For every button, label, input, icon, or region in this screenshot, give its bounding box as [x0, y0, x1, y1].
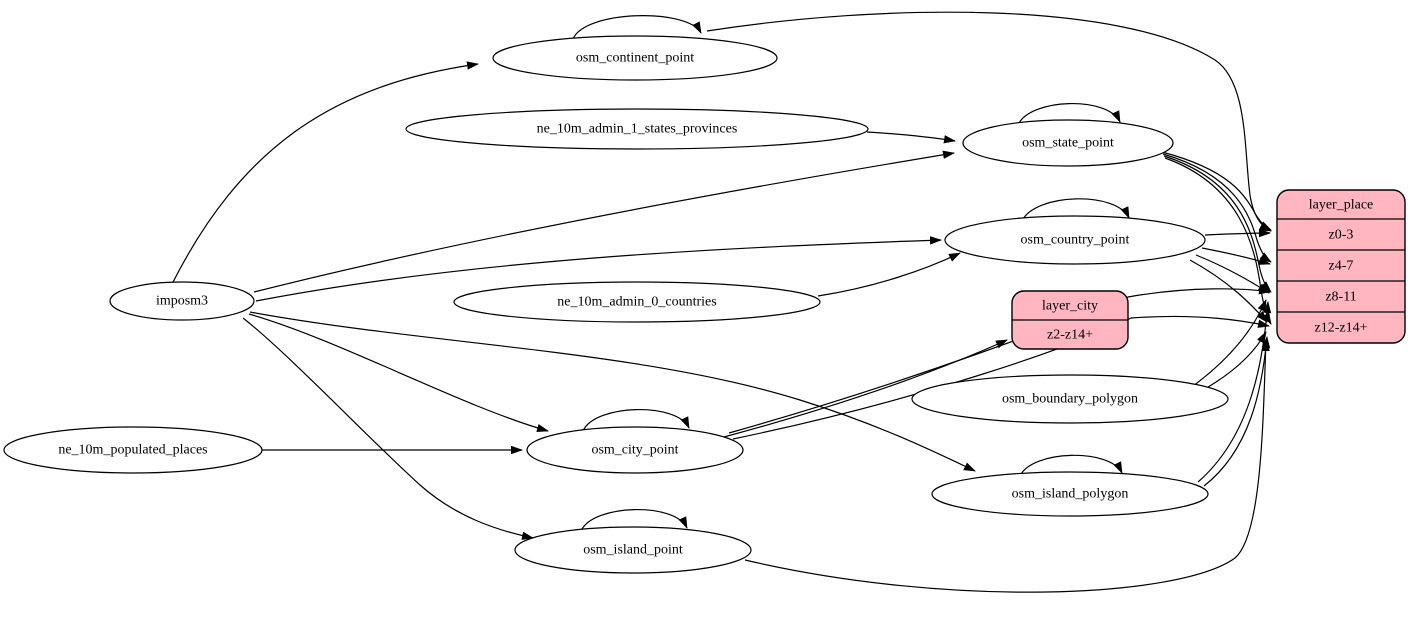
ne-10m-admin-1-states-provinces-shape [405, 108, 869, 150]
layer-place-row-z0-3: z0-3 [1329, 228, 1354, 243]
edge-imposm3-to-osm_continent_point [171, 61, 479, 285]
edge-ne_10m_admin_1_states_provinces-to-osm_state_point [866, 131, 956, 144]
osm-island-polygon-label: osm_island_polygon [1012, 487, 1129, 502]
edge-imposm3-to-osm_country_point [255, 236, 942, 302]
layer-place-row-z4-7: z4-7 [1329, 259, 1354, 274]
node-osm-island-polygon: osm_island_polygon [931, 471, 1209, 517]
edge-selfloop-osm_city_point [582, 409, 690, 432]
node-osm-country-point: osm_country_point [944, 215, 1206, 265]
node-imposm3: imposm3 [109, 281, 255, 321]
node-osm-boundary-polygon: osm_boundary_polygon [911, 374, 1229, 424]
osm-state-point-shape [962, 119, 1174, 167]
record-layer-place: layer_place z0-3 z4-7 z8-11 z12-z14+ [1276, 189, 1406, 344]
edge-osm_continent_point-to-layer_place-z0-3 [706, 11, 1272, 232]
layer-place-row-z8-11: z8-11 [1325, 290, 1356, 305]
edge-osm_island_polygon-to-layer_place-z8-11 [1197, 301, 1272, 483]
edge-osm_island_point-to-layer_place-z12-z14 [744, 339, 1270, 593]
osm-island-point-label: osm_island_point [583, 543, 683, 558]
osm-city-point-label: osm_city_point [591, 443, 678, 458]
layer-city-title: layer_city [1042, 299, 1098, 314]
node-ne-10m-admin-0-countries: ne_10m_admin_0_countries [453, 281, 821, 323]
edge-imposm3-to-osm_island_point [242, 317, 534, 540]
osm-continent-point-label: osm_continent_point [576, 51, 694, 66]
layer-place-row-z12-z14: z12-z14+ [1315, 321, 1368, 336]
layer-place-title: layer_place [1309, 198, 1374, 213]
osm-boundary-polygon-shape [911, 374, 1229, 424]
edge-imposm3-to-osm_city_point [248, 313, 549, 433]
edge-osm_country_point-to-layer_place-z0-3 [1204, 228, 1271, 238]
edge-selfloop-osm_island_polygon [1019, 454, 1123, 477]
edge-imposm3-to-osm_island_polygon [249, 311, 976, 472]
ne-10m-populated-places-label: ne_10m_populated_places [58, 443, 207, 458]
layer-city-row-z2-z14: z2-z14+ [1047, 328, 1093, 343]
node-ne-10m-admin-1-states-provinces: ne_10m_admin_1_states_provinces [405, 108, 869, 150]
osm-city-point-shape [526, 426, 744, 474]
edge-osm_country_point-to-layer_place-z4-7 [1201, 247, 1271, 265]
node-osm-island-point: osm_island_point [514, 526, 752, 574]
osm-country-point-label: osm_country_point [1021, 233, 1130, 248]
edge-selfloop-osm_continent_point [572, 15, 702, 40]
layer-place-shape [1276, 189, 1406, 344]
edge-osm_boundary_polygon-to-layer_place-z8-11 [1192, 299, 1267, 387]
osm-continent-point-shape [492, 35, 778, 81]
ne-10m-populated-places-shape [3, 426, 263, 474]
osm-island-point-shape [514, 526, 752, 574]
record-layer-city: layer_city z2-z14+ [1011, 290, 1129, 350]
edge-osm_city_point-to-layer_city-z2-z14 [723, 339, 1008, 438]
edge-selfloop-osm_country_point [1021, 198, 1130, 222]
edge-selfloop-osm_island_point [580, 509, 688, 532]
edge-osm_country_point-to-layer_place-z12-z14 [1189, 259, 1268, 323]
ne-10m-admin-1-states-provinces-label: ne_10m_admin_1_states_provinces [537, 122, 738, 137]
imposm3-shape [109, 281, 255, 321]
edge-ne_10m_admin_0_countries-to-osm_country_point [817, 252, 961, 297]
edge-osm_boundary_polygon-to-layer_place-z12-z14 [1202, 331, 1267, 391]
edge-imposm3-to-osm_state_point [253, 150, 955, 293]
imposm3-label: imposm3 [156, 294, 208, 309]
node-osm-state-point: osm_state_point [962, 119, 1174, 167]
node-osm-continent-point: osm_continent_point [492, 35, 778, 81]
edge-selfloop-osm_state_point [1017, 103, 1121, 126]
edge-osm_state_point-to-layer_place-z8-11 [1163, 155, 1272, 293]
edges-group [171, 11, 1272, 593]
ne-10m-admin-0-countries-shape [453, 281, 821, 323]
osm-country-point-shape [944, 215, 1206, 265]
osm-island-polygon-shape [931, 471, 1209, 517]
osm-boundary-polygon-label: osm_boundary_polygon [1002, 392, 1138, 407]
node-ne-10m-populated-places: ne_10m_populated_places [3, 426, 263, 474]
edge-osm_island_polygon-to-layer_place-z12-z14 [1203, 336, 1271, 487]
osm-state-point-label: osm_state_point [1022, 136, 1114, 151]
node-osm-city-point: osm_city_point [526, 426, 744, 474]
edge-osm_state_point-to-layer_place-z0-3 [1161, 151, 1272, 231]
ne-10m-admin-0-countries-label: ne_10m_admin_0_countries [557, 295, 716, 310]
